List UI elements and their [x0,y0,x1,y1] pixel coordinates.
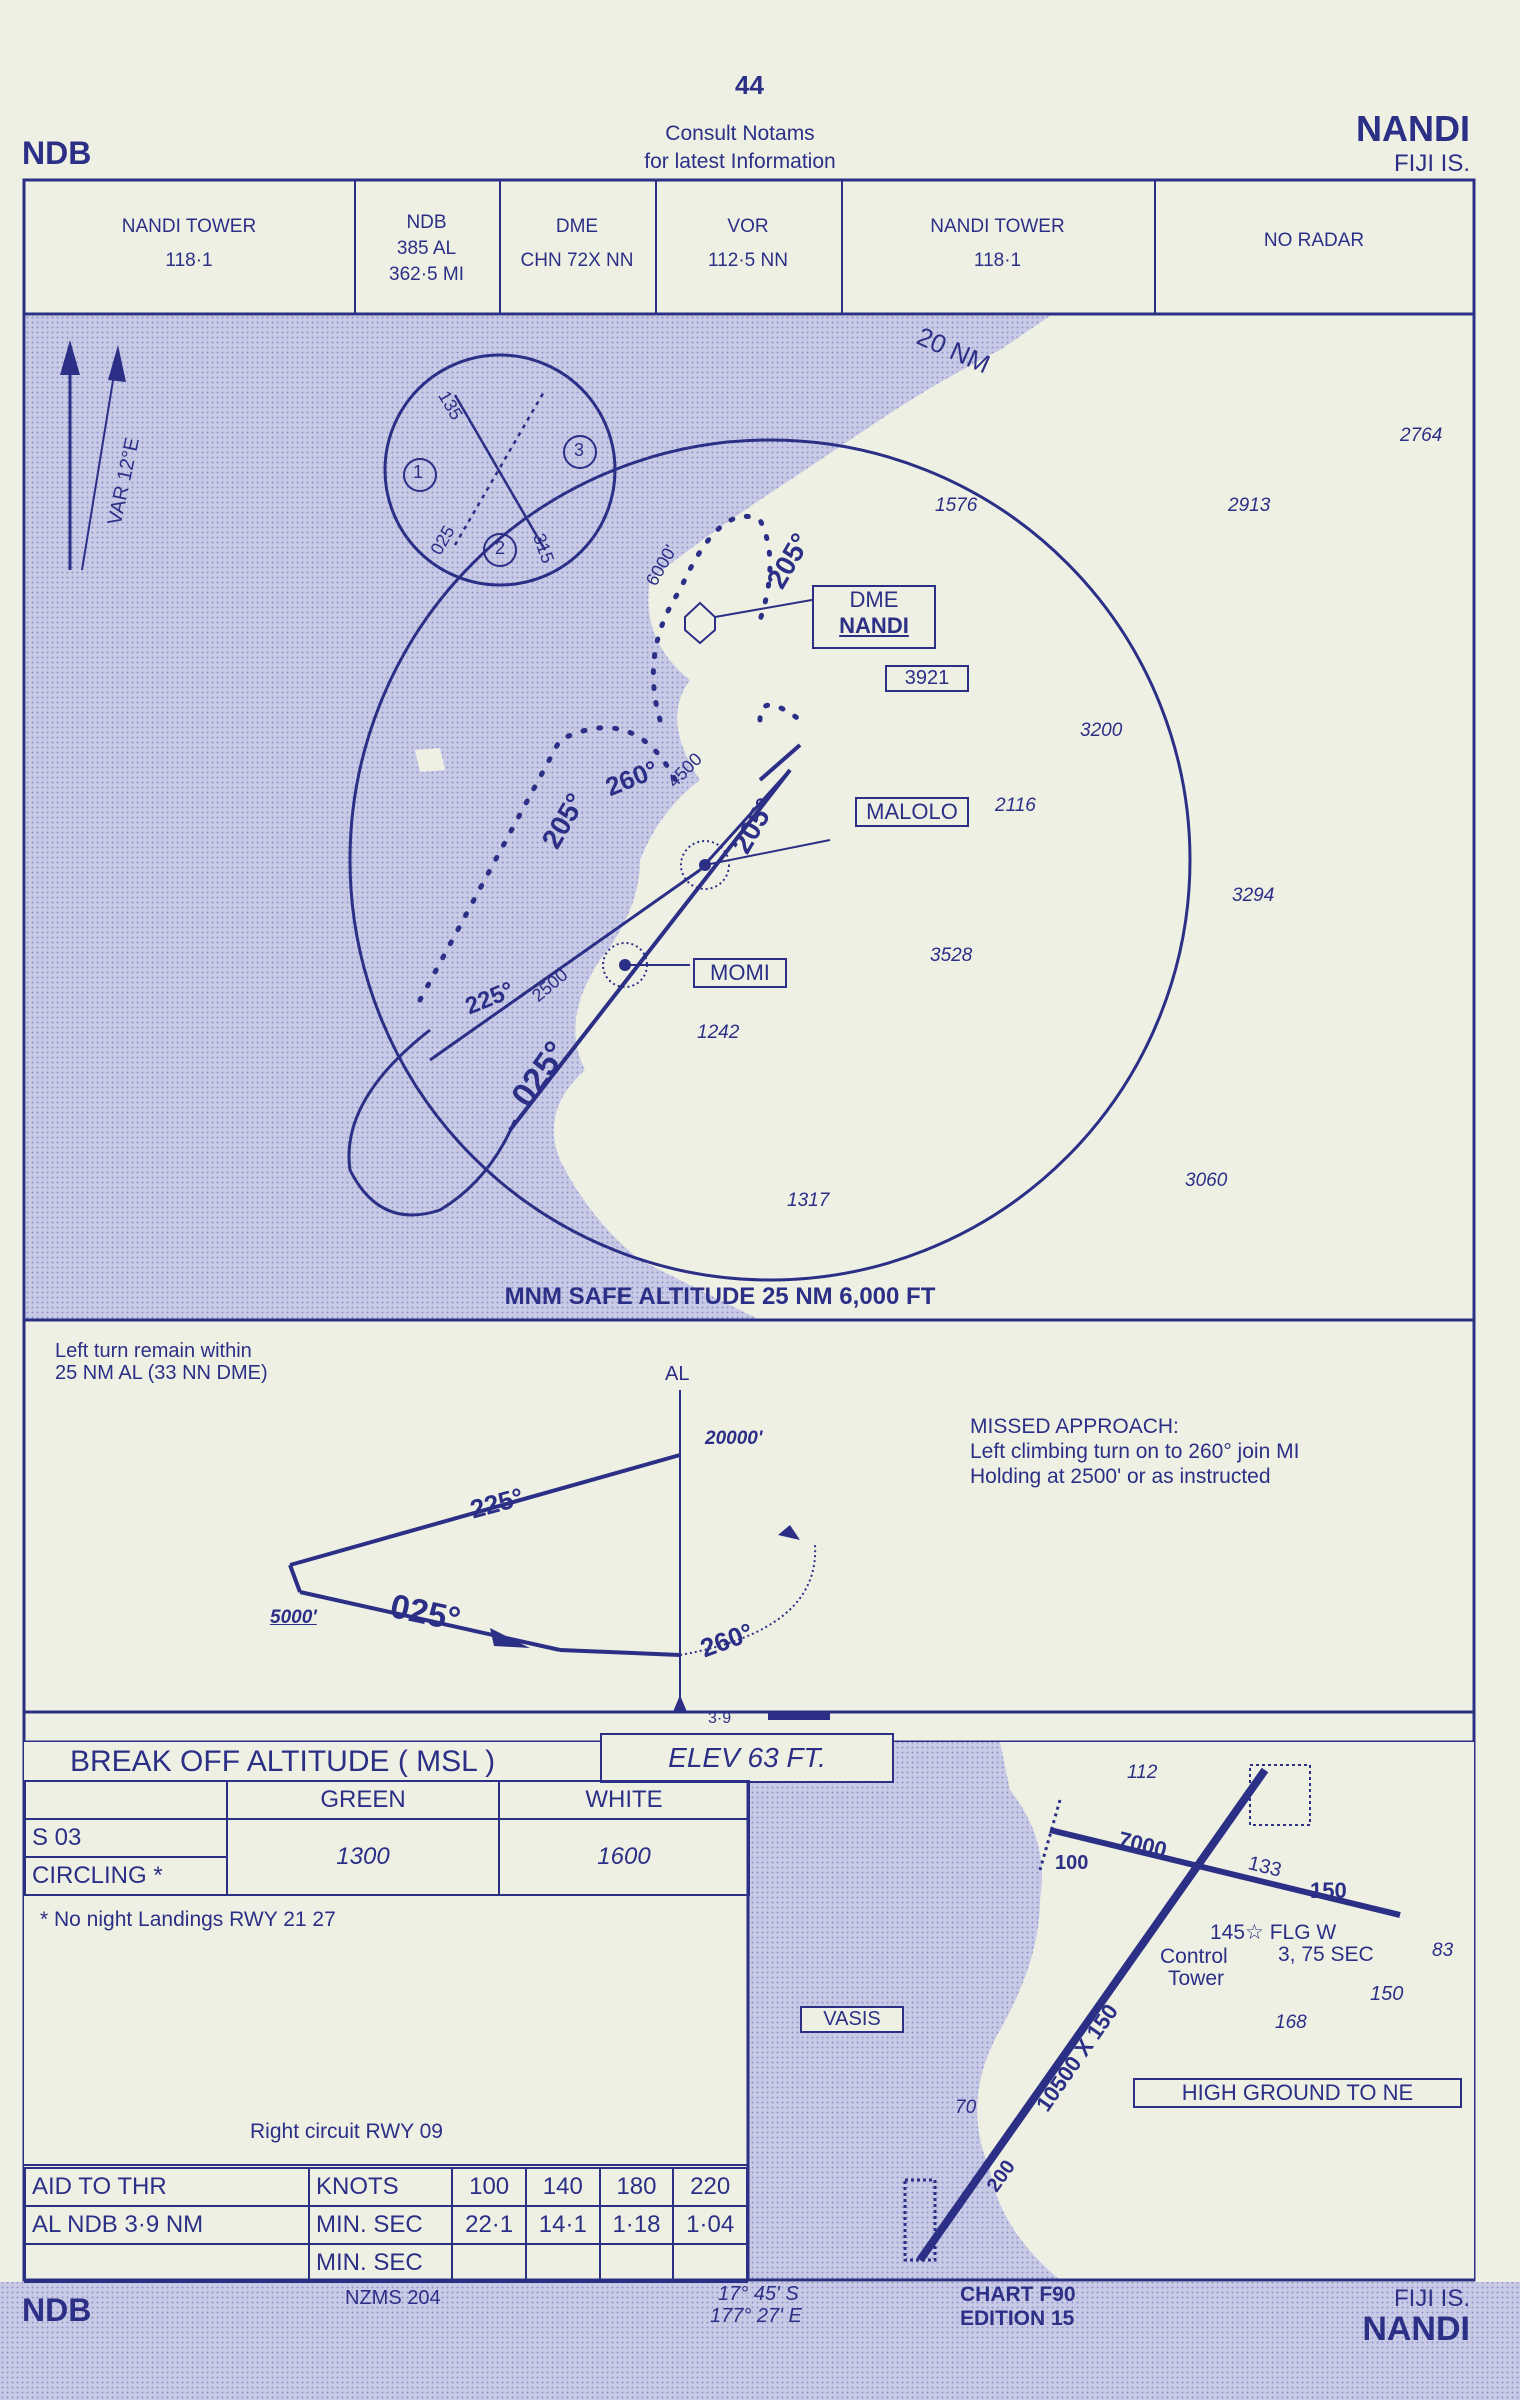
missed-line3: Holding at 2500' or as instructed [970,1465,1271,1488]
footer-edition: EDITION 15 [960,2307,1075,2330]
runway-width-150a: 150 [1310,1878,1347,1903]
spot-1242: 1242 [697,1022,740,1043]
comm-radar: NO RADAR [1263,230,1365,251]
timing-knots-label: KNOTS [307,2167,454,2207]
minima-note-2: Right circuit RWY 09 [250,2120,443,2143]
rwy-num-2: 2 [495,538,506,558]
spot-1576: 1576 [935,495,978,516]
timing-time-140: 14·1 [524,2205,601,2245]
notice-line2: for latest Information [644,150,836,173]
beacon-label: 145☆ FLG W [1210,1921,1337,1944]
missed-title: MISSED APPROACH: [970,1415,1179,1438]
minima-title: BREAK OFF ALTITUDE ( MSL ) [70,1745,496,1778]
profile-note-2: 25 NM AL (33 NN DME) [55,1362,268,1384]
page-number: 44 [735,70,764,100]
msa-label: MNM SAFE ALTITUDE 25 NM 6,000 FT [504,1283,936,1310]
timing-aid-header: AID TO THR [24,2167,310,2207]
footer-map-ref: NZMS 204 [345,2287,441,2309]
box-elevation: 3921 [885,665,969,692]
header-type: NDB [22,135,92,171]
runway-width-150b: 150 [1370,1983,1404,2005]
spot-2116: 2116 [995,795,1036,816]
obstacle-83: 83 [1432,1940,1454,1961]
footer-chart: CHART F90 [960,2283,1076,2306]
notice-line1: Consult Notams [665,122,815,145]
spot-2913: 2913 [1228,495,1271,516]
runway-09-27 [1049,1827,1401,1918]
spot-1317: 1317 [787,1190,830,1211]
timing-speed-140: 140 [524,2167,601,2207]
minima-white-value: 1600 [497,1818,751,1896]
beacon-label-2: 3, 75 SEC [1278,1943,1374,1966]
rwy-num-1: 1 [413,462,424,482]
minima-col-green: GREEN [226,1780,500,1820]
missed-line2: Left climbing turn on to 260° join MI [970,1440,1300,1463]
footer-title: NANDI [1362,2310,1470,2348]
timing-table: AID TO THR KNOTS 100 140 180 220 AL NDB … [24,2167,748,2283]
momi-label: MOMI [693,958,787,988]
footer-type: NDB [22,2292,92,2328]
timing-time-180: 1·18 [598,2205,675,2245]
aerodrome-land [977,1742,1474,2280]
runway-width-100: 100 [1055,1852,1089,1874]
spot-3294: 3294 [1232,885,1275,906]
runway-03-21 [916,1767,1269,2263]
obstacle-168: 168 [1275,2012,1307,2033]
footer-lat: 17° 45' S [718,2283,799,2305]
profile-alt-top: 20000' [705,1428,763,1449]
profile-note-1: Left turn remain within [55,1340,252,1362]
obstacle-112: 112 [1127,1762,1158,1783]
control-label: Control [1160,1945,1228,1968]
elevation-box: ELEV 63 FT. [600,1733,894,1783]
profile-alt-low: 5000' [270,1607,317,1628]
obstacle-70: 70 [955,2097,977,2118]
timing-minsec-label-2: MIN. SEC [307,2243,454,2283]
minima-row-circling: CIRCLING * [24,1856,228,1896]
tower-label: Tower [1168,1967,1225,1990]
timing-time-100: 22·1 [451,2205,527,2245]
profile-distance: 3·9 [708,1710,732,1727]
spot-3060: 3060 [1185,1170,1228,1191]
spot-3200: 3200 [1080,720,1123,741]
malolo-label: MALOLO [855,797,969,827]
header-title: NANDI [1356,108,1470,149]
minima-col-white: WHITE [497,1780,751,1820]
minima-row-s03: S 03 [24,1818,228,1858]
profile-fix: AL [665,1363,690,1385]
timing-speed-180: 180 [598,2167,675,2207]
vasis-label: VASIS [800,2006,904,2033]
header-subtitle: FIJI IS. [1393,150,1470,177]
footer-band [0,2282,1520,2400]
timing-aid-value: AL NDB 3·9 NM [24,2205,310,2245]
rwy-num-3: 3 [574,440,585,460]
range-ring-20nm [348,438,1192,1282]
procedure-turn [347,1028,517,1217]
land-mass [553,316,1472,1320]
footer-lon: 177° 27' E [710,2305,802,2327]
timing-time-220: 1·04 [672,2205,748,2245]
minima-green-value: 1300 [226,1818,500,1896]
minima-note-1: * No night Landings RWY 21 27 [40,1908,336,1931]
spot-2764: 2764 [1400,425,1443,446]
track-025-line [508,768,792,1132]
spot-3528: 3528 [930,945,973,966]
timing-speed-100: 100 [451,2167,527,2207]
timing-speed-220: 220 [672,2167,748,2207]
runway-diagram-circle [383,353,617,587]
timing-minsec-label: MIN. SEC [307,2205,454,2245]
high-ground-label: HIGH GROUND TO NE [1133,2078,1462,2108]
footer-subtitle: FIJI IS. [1393,2285,1470,2312]
